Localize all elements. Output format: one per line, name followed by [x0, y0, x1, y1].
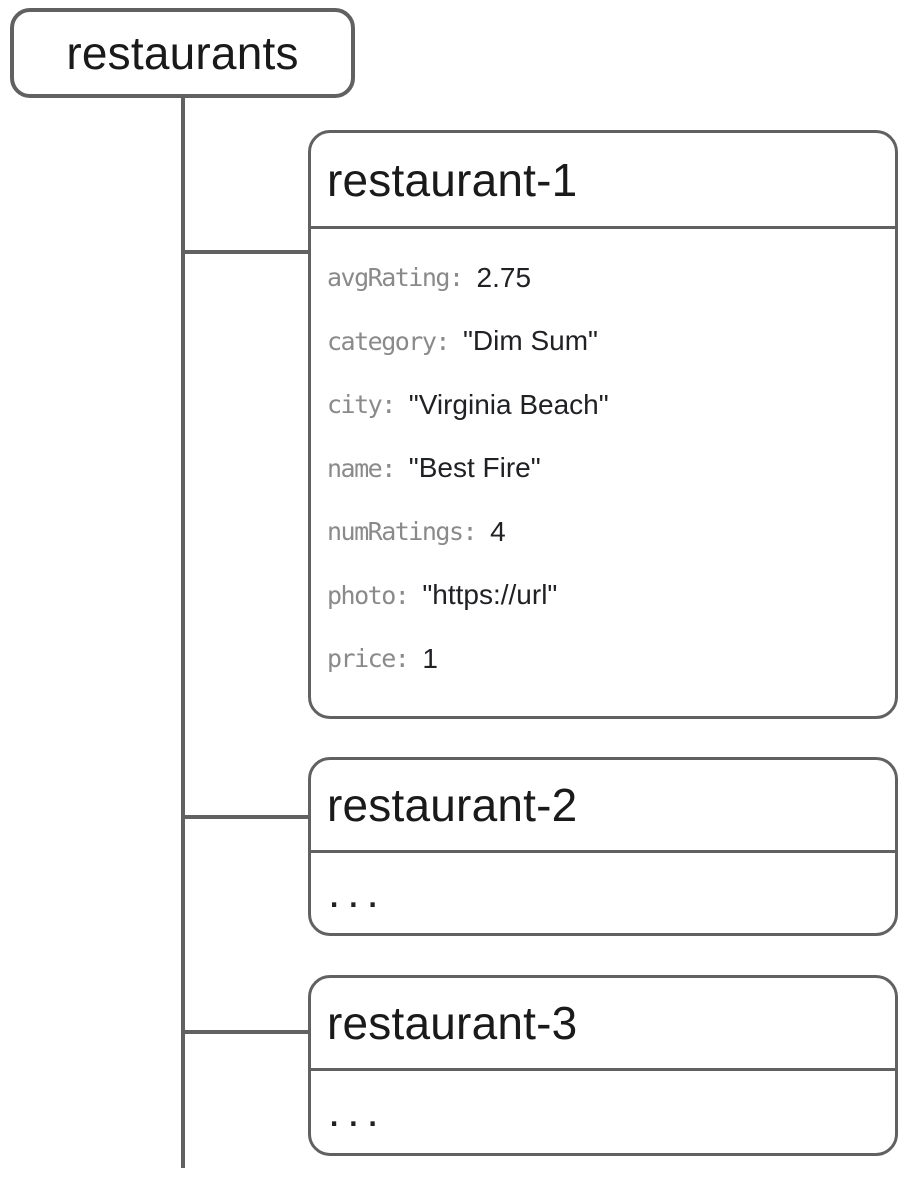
field-key: category: [327, 326, 450, 356]
field-value: 2.75 [476, 261, 532, 293]
collection-node-restaurants: restaurants [10, 8, 355, 98]
field-row-price: price: 1 [327, 627, 879, 691]
field-value: "Virginia Beach" [408, 388, 609, 420]
field-row-name: name: "Best Fire" [327, 437, 879, 501]
tree-branch-line-restaurant-2 [183, 815, 310, 819]
document-header: restaurant-2 [311, 760, 895, 853]
tree-trunk-line [181, 97, 185, 1168]
field-row-category: category: "Dim Sum" [327, 310, 879, 374]
tree-branch-line-restaurant-1 [183, 250, 310, 254]
document-card-restaurant-1: restaurant-1 avgRating: 2.75 category: "… [308, 130, 898, 719]
document-header: restaurant-3 [311, 978, 895, 1071]
field-value: 1 [422, 642, 438, 674]
field-row-city: city: "Virginia Beach" [327, 373, 879, 437]
field-row-photo: photo: "https://url" [327, 564, 879, 628]
field-value: "https://url" [422, 579, 558, 611]
tree-branch-line-restaurant-3 [183, 1030, 310, 1034]
collection-label: restaurants [66, 27, 299, 79]
document-id: restaurant-1 [327, 153, 578, 206]
field-key: price: [327, 644, 410, 674]
field-row-avgRating: avgRating: 2.75 [327, 246, 879, 310]
field-key: city: [327, 390, 396, 420]
field-key: numRatings: [327, 517, 478, 547]
document-card-restaurant-2: restaurant-2 ... [308, 757, 898, 936]
document-collapsed-ellipsis: ... [328, 868, 386, 917]
document-id: restaurant-2 [327, 779, 578, 831]
document-fields: avgRating: 2.75 category: "Dim Sum" city… [311, 229, 895, 716]
field-key: avgRating: [327, 263, 464, 293]
field-value: "Best Fire" [408, 452, 541, 484]
field-row-numRatings: numRatings: 4 [327, 500, 879, 564]
field-value: 4 [490, 515, 506, 547]
field-key: photo: [327, 580, 410, 610]
document-header: restaurant-1 [311, 133, 895, 229]
document-id: restaurant-3 [327, 997, 578, 1049]
field-key: name: [327, 453, 396, 483]
field-value: "Dim Sum" [462, 325, 598, 357]
document-collapsed-ellipsis: ... [328, 1087, 386, 1136]
document-card-restaurant-3: restaurant-3 ... [308, 975, 898, 1156]
